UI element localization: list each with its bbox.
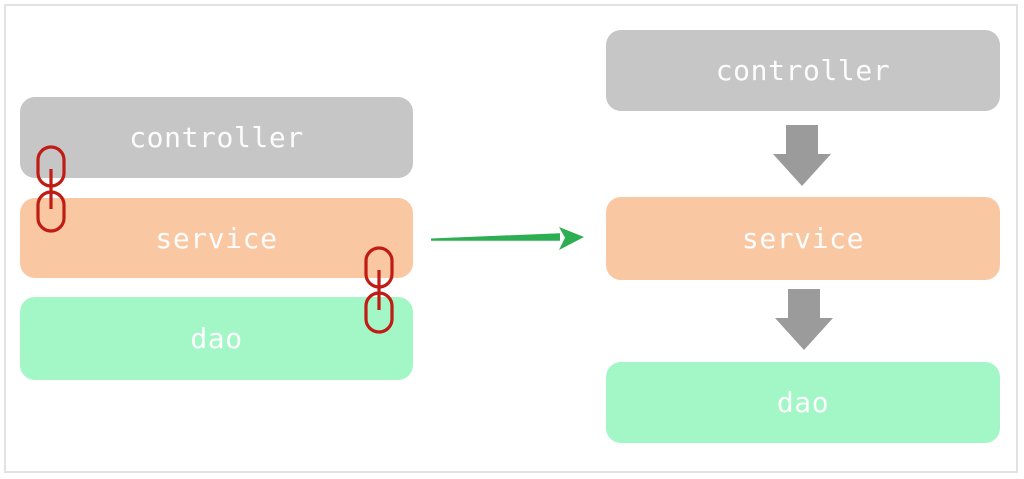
layer-label-controller: controller — [129, 121, 304, 154]
layer-label-service: service — [155, 221, 278, 255]
layer-box-service-coupled: service — [20, 198, 413, 278]
chain-link-icon — [364, 246, 394, 334]
layer-box-service-decoupled: service — [606, 197, 1000, 280]
right-arrow-icon — [431, 227, 584, 250]
layer-box-controller-coupled: controller — [20, 97, 413, 178]
layer-box-dao-coupled: dao — [20, 297, 413, 380]
layer-label-controller: controller — [715, 54, 891, 87]
layer-label-dao: dao — [190, 322, 243, 355]
layer-box-dao-decoupled: dao — [606, 362, 1000, 443]
layer-label-dao: dao — [776, 386, 830, 419]
layer-label-service: service — [741, 222, 865, 255]
chain-link-icon — [36, 145, 66, 233]
down-arrow-icon — [775, 289, 833, 350]
layer-box-controller-decoupled: controller — [606, 30, 1000, 111]
down-arrow-icon — [773, 125, 831, 186]
